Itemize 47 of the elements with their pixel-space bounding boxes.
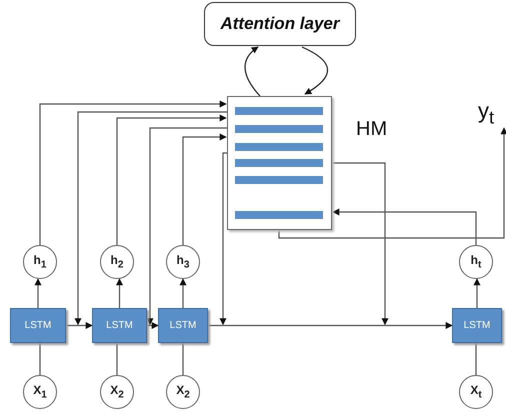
node-label: LSTM — [170, 320, 196, 331]
arrow — [180, 278, 186, 308]
arrow — [474, 278, 480, 308]
node-label: h$_{1}$ — [34, 253, 46, 271]
hidden-state-circle — [166, 245, 200, 279]
lstm-cell — [452, 308, 502, 343]
input-circle — [100, 375, 134, 409]
node-label: X$_{2}$ — [176, 383, 190, 401]
node-label: X$_{t}$ — [470, 383, 482, 401]
lstm-cell — [158, 308, 208, 343]
input-circle — [166, 375, 200, 409]
node-label: LSTM — [106, 320, 133, 331]
arrow — [332, 208, 477, 245]
hidden-state-circle — [100, 245, 134, 279]
arrow — [278, 127, 506, 239]
hidden-state-circle — [459, 245, 493, 279]
arrow — [244, 46, 260, 96]
node-label: LSTM — [24, 320, 52, 331]
arrow — [39, 100, 227, 245]
node-label: h$_{3}$ — [176, 253, 190, 271]
node-label: y$_{t}$ — [478, 98, 494, 128]
lstm-cell — [10, 308, 66, 343]
arrow — [66, 322, 93, 329]
arrow — [220, 152, 227, 326]
node-label: h$_{t}$ — [470, 253, 482, 271]
node-label: X$_{2}$ — [110, 383, 124, 401]
arrow — [147, 322, 159, 329]
node-label: LSTM — [464, 320, 490, 331]
node-label: h$_{2}$ — [110, 253, 124, 271]
arrow — [146, 127, 227, 326]
arrow — [332, 162, 388, 326]
memory-label: HM — [356, 118, 388, 141]
attention-box — [204, 2, 356, 46]
arrow — [182, 134, 227, 245]
lstm-cell — [92, 308, 147, 343]
arrow — [208, 322, 453, 329]
node-label: X$_{1}$ — [33, 383, 47, 401]
arrow — [34, 278, 42, 308]
hidden-state-circle — [23, 245, 57, 279]
arrow — [302, 46, 328, 95]
arrow — [74, 111, 227, 326]
arrow — [116, 278, 123, 308]
input-circle — [23, 375, 57, 409]
memory-block — [227, 96, 332, 230]
input-circle — [459, 375, 493, 409]
node-label: Attention layer — [220, 14, 340, 34]
arrow — [116, 114, 227, 245]
